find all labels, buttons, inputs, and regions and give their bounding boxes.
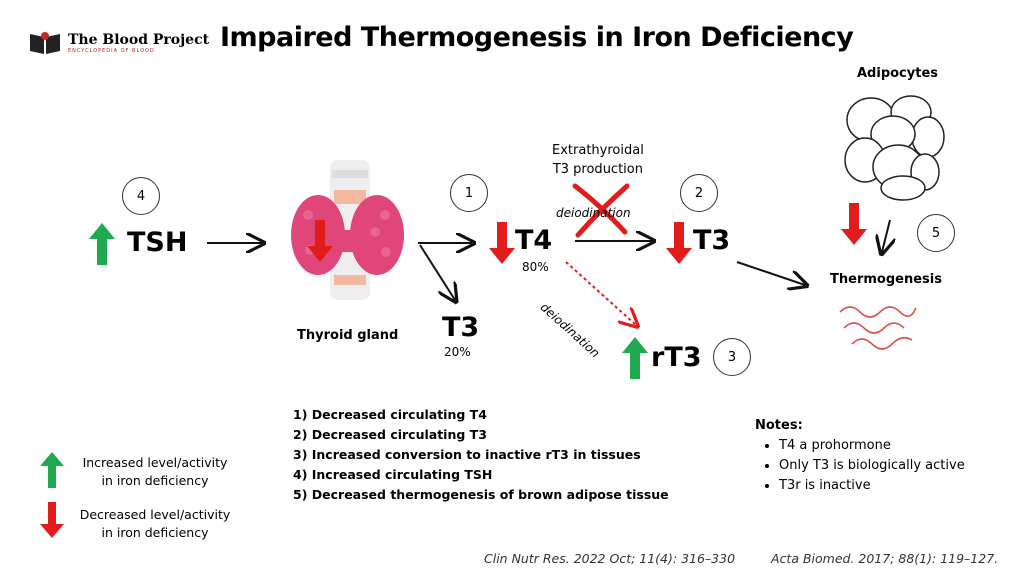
reference-2: Acta Biomed. 2017; 88(1): 119–127. <box>771 551 999 566</box>
legend-down-line1: Decreased level/activity <box>79 507 231 522</box>
t4-label: T4 <box>515 225 553 256</box>
extrathyroidal-text: Extrathyroidal T3 production <box>552 141 644 179</box>
notes-box: Notes: T4 a prohormone Only T3 is biolog… <box>755 416 965 496</box>
t4-percent: 80% <box>522 260 549 274</box>
step-5-circle: 5 <box>917 214 955 252</box>
thyroid-gland-image <box>291 160 404 300</box>
thermogenesis-label: Thermogenesis <box>830 272 942 287</box>
t3-label: T3 <box>693 225 731 256</box>
up-arrow-icon <box>89 223 115 265</box>
reference-1: Clin Nutr Res. 2022 Oct; 11(4): 316–330 <box>484 551 736 566</box>
thyroid-to-t3-arrow <box>419 244 455 300</box>
t4-to-rt3-dotted-arrow <box>565 261 636 325</box>
t3-to-thermogenesis-arrow <box>736 261 805 285</box>
t3-direct-percent: 20% <box>444 345 471 359</box>
thyroid-label: Thyroid gland <box>297 328 399 343</box>
adipocytes-to-thermogenesis-arrow <box>882 219 890 252</box>
logo-subtitle: ENCYCLOPEDIA OF BLOOD <box>68 47 155 54</box>
adipocytes-image <box>844 95 945 201</box>
list-item: 4) Increased circulating TSH <box>293 467 493 482</box>
heat-waves-icon <box>839 306 917 350</box>
adipocytes-label: Adipocytes <box>857 66 939 81</box>
step-1-circle: 1 <box>450 174 488 212</box>
t3-down-arrow-icon <box>666 222 692 264</box>
tsh-label: TSH <box>127 227 188 258</box>
note-item: Only T3 is biologically active <box>779 456 965 476</box>
logo-name: The Blood Project <box>68 31 210 48</box>
legend-down-line2: in iron deficiency <box>101 525 209 540</box>
note-item: T4 a prohormone <box>779 436 965 456</box>
list-item: 2) Decreased circulating T3 <box>293 427 487 442</box>
t4-down-arrow-icon <box>489 222 515 264</box>
step-2-circle: 2 <box>680 174 718 212</box>
list-item: 1) Decreased circulating T4 <box>293 407 487 422</box>
deiodination-label-top: deiodination <box>556 206 631 220</box>
notes-title: Notes: <box>755 418 803 433</box>
legend-down-arrow-icon <box>40 502 64 538</box>
thyroid-down-arrow-icon <box>307 220 333 262</box>
note-item: T3r is inactive <box>779 476 965 496</box>
legend-up-line2: in iron deficiency <box>101 473 209 488</box>
logo: The Blood Project ENCYCLOPEDIA OF BLOOD <box>28 30 209 56</box>
list-item: 3) Increased conversion to inactive rT3 … <box>293 447 641 462</box>
rt3-label: rT3 <box>651 342 702 373</box>
blocked-x-icon <box>572 183 630 238</box>
numbered-list: 1) Decreased circulating T4 2) Decreased… <box>293 405 669 505</box>
step-3-circle: 3 <box>713 338 751 376</box>
thermo-down-arrow-icon <box>841 203 867 245</box>
legend-up-text: Increased level/activity in iron deficie… <box>70 454 240 490</box>
book-logo-icon <box>30 32 60 54</box>
t3-direct-label: T3 <box>442 312 480 343</box>
extrathyroidal-line1: Extrathyroidal <box>552 143 644 158</box>
extrathyroidal-line2: T3 production <box>552 162 643 177</box>
step-4-circle: 4 <box>122 177 160 215</box>
list-item: 5) Decreased thermogenesis of brown adip… <box>293 487 669 502</box>
legend-up-line1: Increased level/activity <box>82 455 228 470</box>
legend-down-text: Decreased level/activity in iron deficie… <box>70 506 240 542</box>
rt3-up-arrow-icon <box>622 337 648 379</box>
legend-up-arrow-icon <box>40 452 64 488</box>
page-title: Impaired Thermogenesis in Iron Deficienc… <box>220 22 854 53</box>
